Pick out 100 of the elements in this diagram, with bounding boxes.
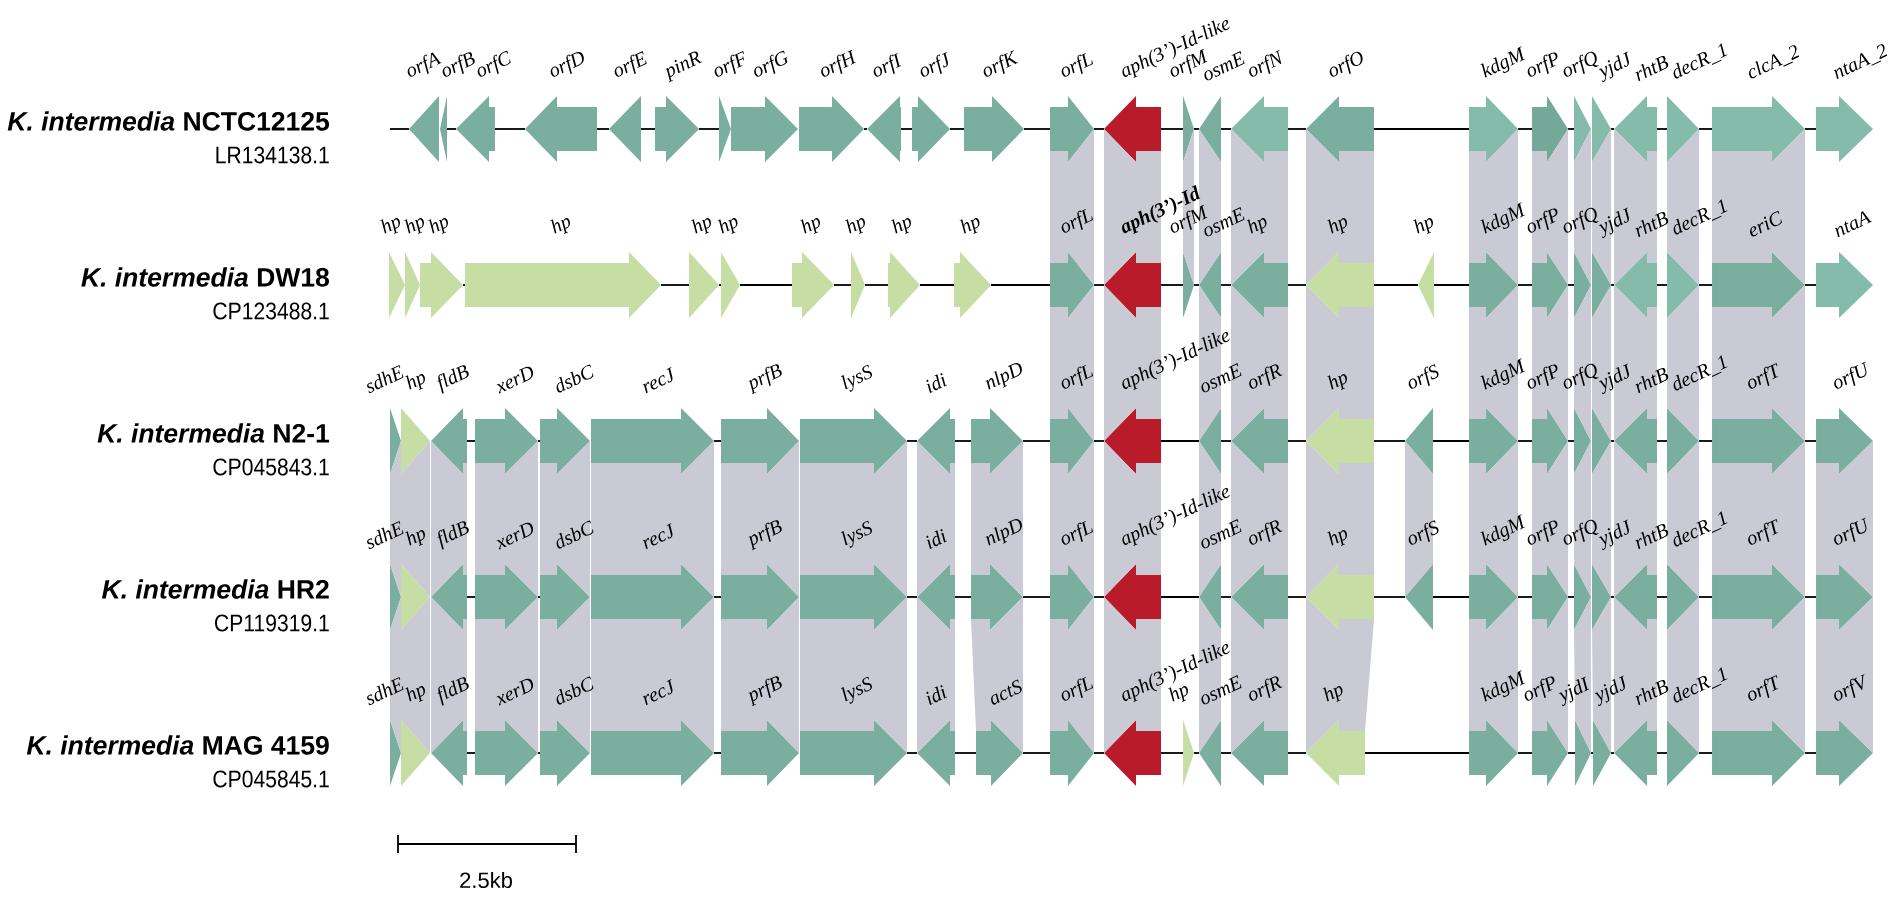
gene-label: orfL <box>1061 676 1093 701</box>
homology-band <box>1050 285 1094 441</box>
gene-symbol <box>1183 252 1194 318</box>
gene-symbol <box>1104 720 1161 786</box>
homology-band <box>1614 597 1657 753</box>
gene-label: yjdI <box>1558 676 1590 707</box>
gene-label: orfG <box>754 50 788 77</box>
homology-band <box>1614 441 1657 597</box>
homology-band <box>1667 129 1699 285</box>
gene-symbol <box>1614 564 1657 630</box>
gene-symbol <box>1532 720 1568 786</box>
gene-symbol <box>540 720 590 786</box>
homology-band <box>721 597 799 753</box>
homology-band <box>1199 285 1221 441</box>
homology-band <box>917 441 955 597</box>
gene-symbol <box>1712 96 1806 162</box>
homology-band <box>1050 597 1094 753</box>
gene-symbol <box>1667 720 1699 786</box>
gene-label: hp <box>1327 218 1347 234</box>
backbone-line <box>1656 596 1668 598</box>
homology-band <box>1532 129 1568 285</box>
gene-label: ntaA <box>1834 211 1872 238</box>
gene-label: orfD <box>550 51 584 77</box>
backbone-line <box>1656 284 1668 286</box>
gene-label: nlpD <box>985 519 1022 546</box>
backbone-line <box>640 128 656 130</box>
gene-label: orfI <box>873 53 902 77</box>
gene-symbol <box>1469 564 1518 630</box>
gene-label: hp <box>1322 686 1343 702</box>
backbone-line <box>466 752 476 754</box>
homology-band <box>1667 597 1699 753</box>
gene-label: eriC <box>1750 210 1782 237</box>
gene-label: hp <box>1327 530 1347 546</box>
gene-label: prfB <box>748 364 782 395</box>
homology-band <box>401 597 430 753</box>
homology-band <box>1199 129 1221 285</box>
backbone-line <box>906 596 918 598</box>
gene-label: idi <box>926 373 948 394</box>
gene-symbol <box>1306 564 1374 630</box>
homology-band <box>1050 129 1094 285</box>
gene-label: orfU <box>1834 361 1867 389</box>
gene-symbol <box>1614 720 1657 786</box>
gene-label: rhtB <box>1635 368 1669 394</box>
homology-band <box>1199 441 1221 597</box>
backbone-line <box>1220 596 1232 598</box>
accession-label: CP123488.1 <box>213 302 329 320</box>
gene-symbol <box>689 252 719 318</box>
gene-symbol <box>540 408 590 474</box>
gene-label: yjdJ <box>1598 519 1629 551</box>
homology-band <box>1199 597 1221 753</box>
homology-band <box>1574 285 1591 441</box>
gene-label: orfT <box>1748 362 1778 389</box>
gene-label: actS <box>991 679 1022 705</box>
homology-band <box>1532 441 1568 597</box>
gene-label: orfC <box>477 50 511 77</box>
homology-band <box>1231 441 1288 597</box>
homology-band <box>431 597 467 753</box>
backbone-line <box>864 284 889 286</box>
gene-symbol <box>888 252 920 318</box>
backbone-line <box>1517 128 1533 130</box>
gene-symbol <box>475 564 538 630</box>
gene-label: kdgM <box>1480 202 1525 234</box>
gene-symbol <box>401 564 430 630</box>
gene-symbol <box>390 564 401 630</box>
gene-symbol <box>1405 564 1433 630</box>
gene-symbol <box>1199 408 1221 474</box>
backbone-line <box>900 128 913 130</box>
homology-band <box>1712 285 1806 441</box>
backbone-line <box>1698 752 1713 754</box>
gene-symbol <box>1667 408 1699 474</box>
homology-band <box>591 441 714 597</box>
backbone-line <box>1023 128 1051 130</box>
gene-symbol <box>431 564 467 630</box>
backbone-line <box>1287 128 1307 130</box>
backbone-line <box>949 128 965 130</box>
backbone-line <box>446 128 457 130</box>
gene-symbol <box>1199 96 1221 162</box>
gene-label: orfB <box>442 52 475 77</box>
homology-band <box>475 441 538 597</box>
gene-symbol <box>1592 96 1611 162</box>
backbone-line <box>1610 284 1615 286</box>
backbone-line <box>919 284 955 286</box>
gene-symbol <box>719 96 731 162</box>
gene-symbol <box>721 564 799 630</box>
backbone-line <box>713 596 722 598</box>
backbone-line <box>906 752 918 754</box>
backbone-line <box>1517 752 1533 754</box>
homology-band <box>1532 285 1568 441</box>
gene-symbol <box>456 96 495 162</box>
gene-symbol <box>917 564 955 630</box>
gene-label: fldB <box>437 677 469 706</box>
homology-band <box>1104 285 1161 441</box>
gene-label: orfT <box>1748 674 1778 701</box>
backbone-line <box>1373 440 1406 442</box>
homology-band <box>971 597 1023 753</box>
backbone-line <box>1160 752 1184 754</box>
gene-label: orfV <box>1834 674 1865 701</box>
gene-label: kdgM <box>1480 514 1525 546</box>
gene-symbol <box>1816 564 1874 630</box>
backbone-line <box>1656 440 1668 442</box>
